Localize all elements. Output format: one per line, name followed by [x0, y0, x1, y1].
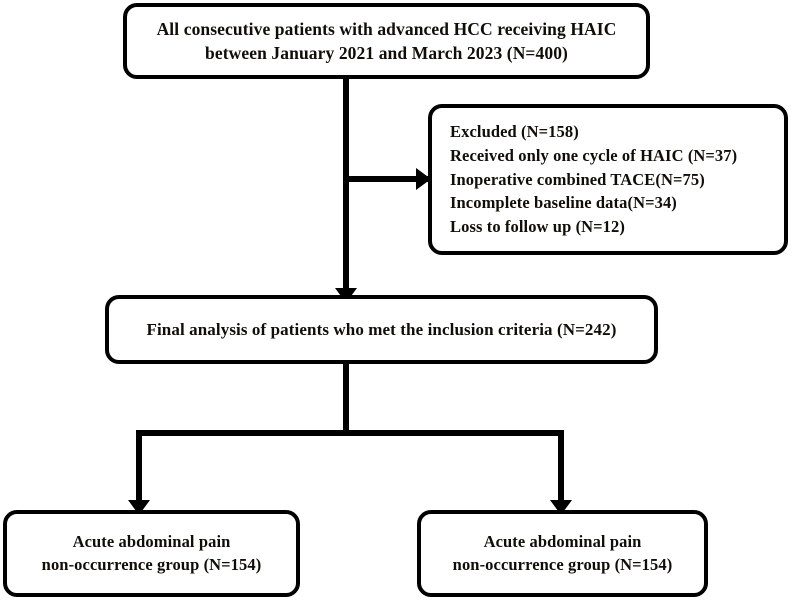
node-excluded-heading: Excluded (N=158) [450, 121, 579, 141]
node-group-right: Acute abdominal pain non-occurrence grou… [417, 510, 708, 597]
node-enrolled-cohort: All consecutive patients with advanced H… [123, 3, 650, 79]
connector-enrolled-to-final-trunk [343, 76, 349, 300]
node-final-analysis-line1: Final analysis of patients who met the i… [146, 319, 617, 339]
node-excluded-reason-0: Received only one cycle of HAIC (N=37) [450, 145, 738, 165]
node-enrolled-text: All consecutive patients with advanced H… [157, 17, 617, 65]
node-excluded: Excluded (N=158) Received only one cycle… [428, 104, 788, 255]
node-group-left-line1: Acute abdominal pain [72, 531, 231, 551]
connector-drop-right [558, 430, 564, 512]
connector-final-to-split-trunk [343, 361, 349, 436]
connector-enrolled-to-excluded-branch [343, 176, 431, 182]
connector-split-bar [136, 430, 564, 436]
node-group-right-line1: Acute abdominal pain [483, 531, 642, 551]
connector-drop-left [136, 430, 142, 512]
node-excluded-text: Excluded (N=158) Received only one cycle… [432, 120, 784, 240]
node-enrolled-line1: All consecutive patients with advanced H… [156, 18, 617, 39]
node-group-left: Acute abdominal pain non-occurrence grou… [3, 510, 300, 597]
node-excluded-reason-1: Inoperative combined TACE(N=75) [450, 169, 705, 189]
node-final-analysis-text: Final analysis of patients who met the i… [147, 318, 617, 341]
node-group-right-line2: non-occurrence group (N=154) [452, 554, 673, 574]
node-enrolled-line2: between January 2021 and March 2023 (N=4… [205, 43, 568, 63]
node-group-left-text: Acute abdominal pain non-occurrence grou… [42, 531, 262, 577]
node-group-left-line2: non-occurrence group (N=154) [41, 554, 262, 574]
node-final-analysis: Final analysis of patients who met the i… [105, 295, 658, 364]
node-group-right-text: Acute abdominal pain non-occurrence grou… [453, 531, 673, 577]
node-excluded-reason-2: Incomplete baseline data(N=34) [450, 193, 677, 213]
node-excluded-reason-3: Loss to follow up (N=12) [450, 217, 625, 237]
arrow-right-icon-to-excluded [416, 168, 431, 190]
